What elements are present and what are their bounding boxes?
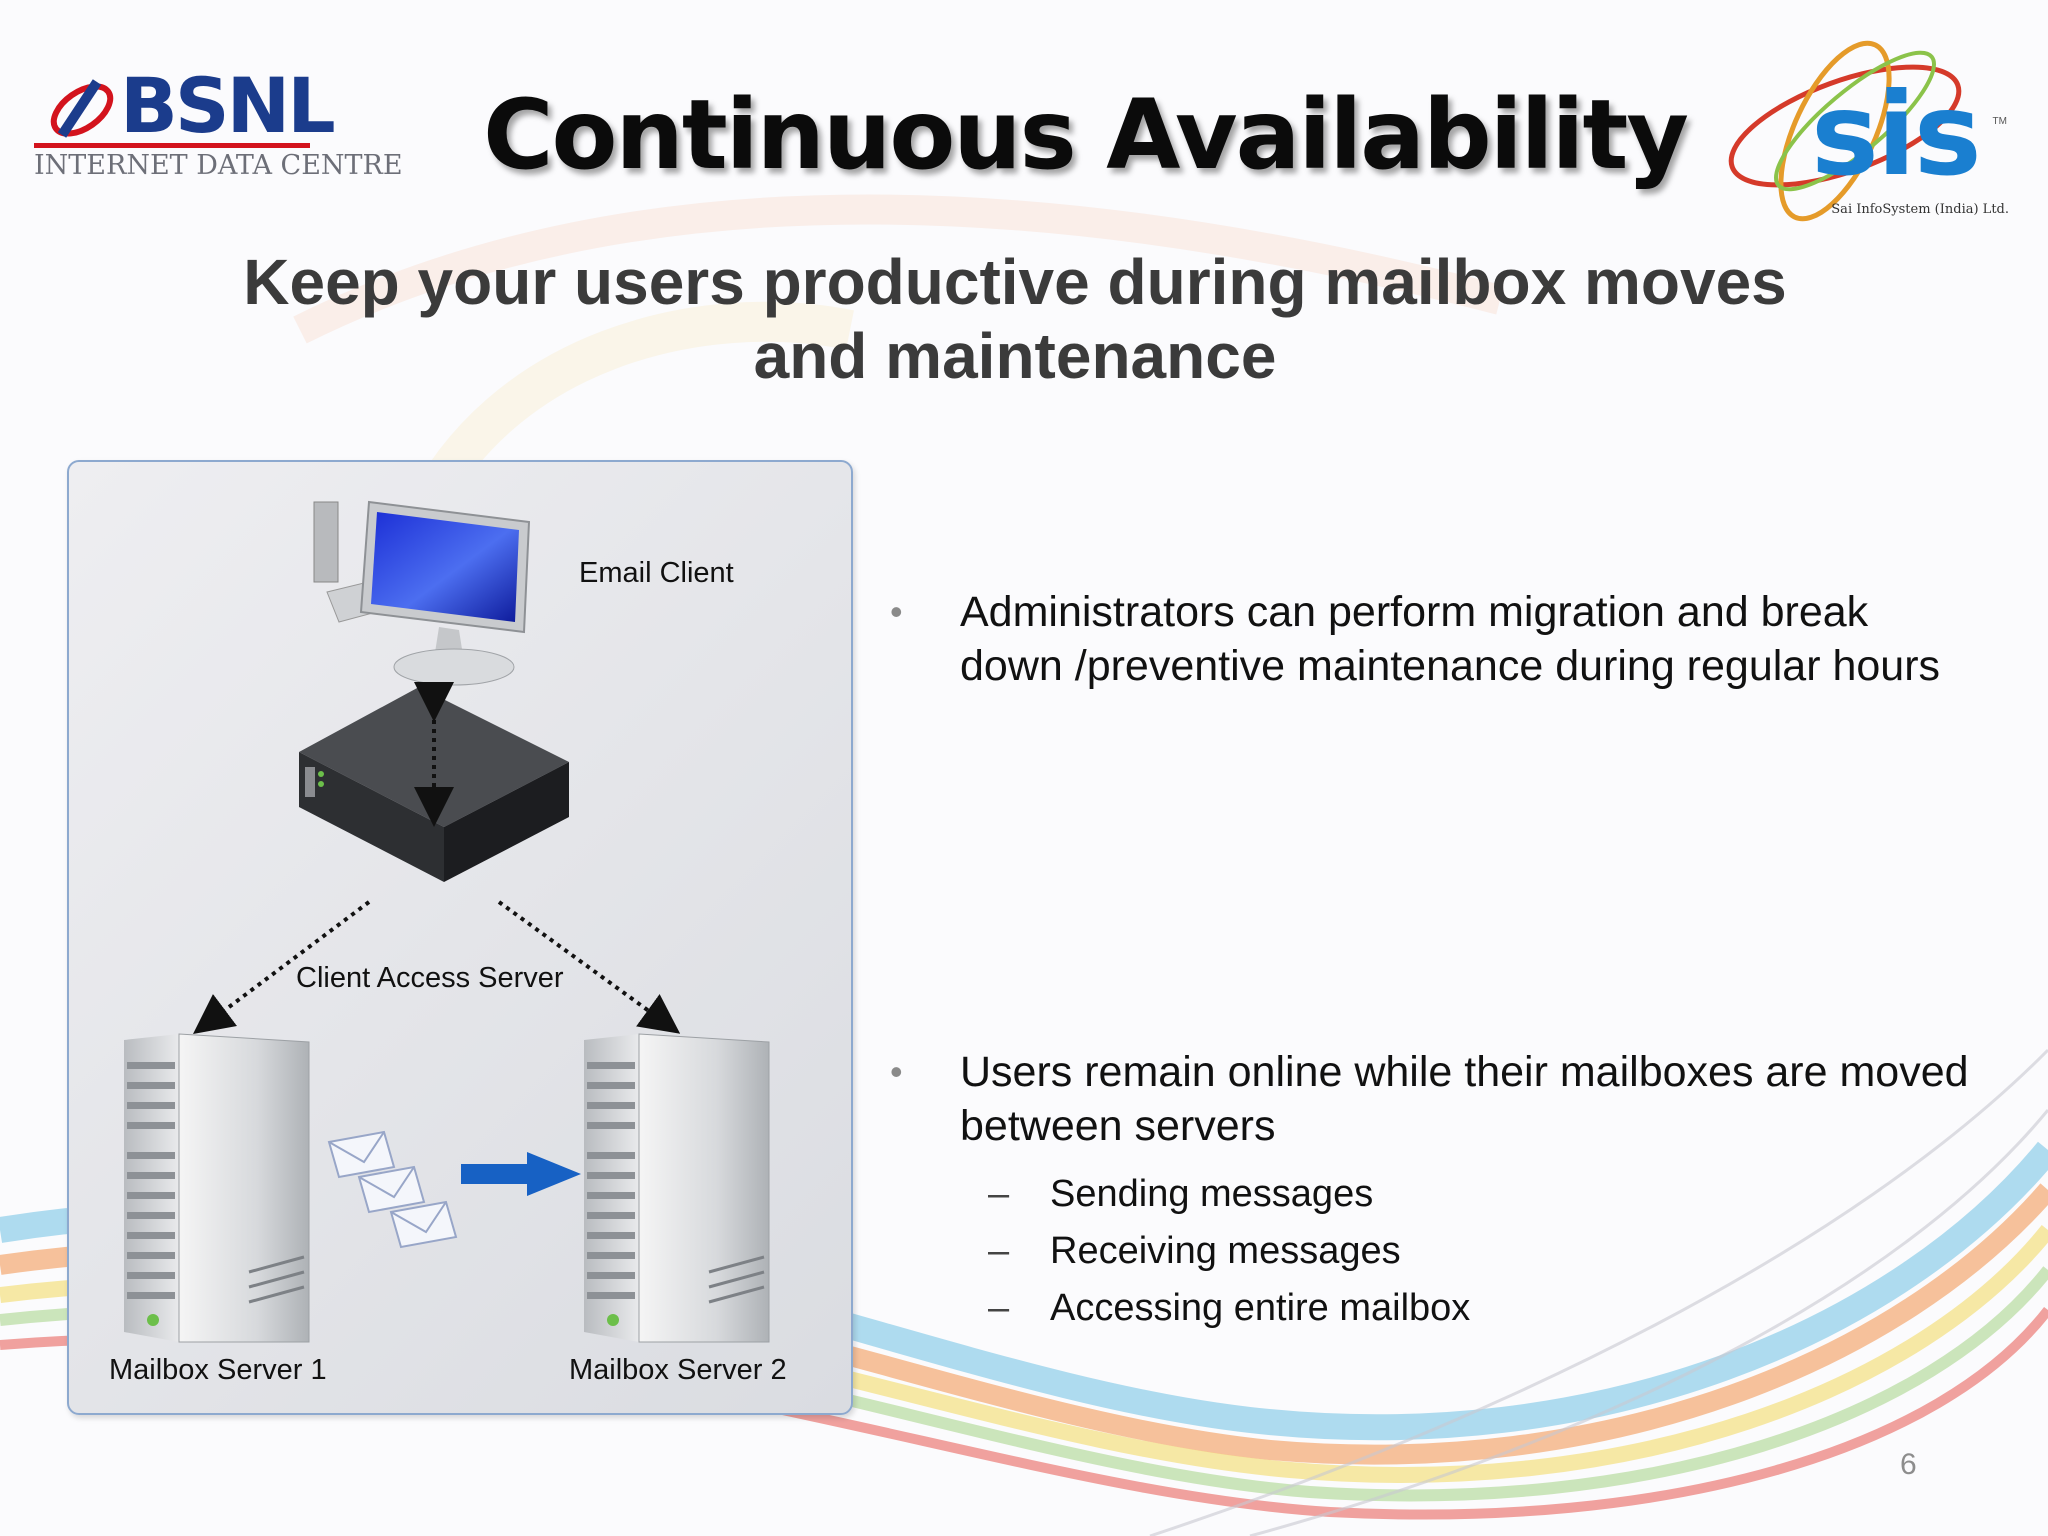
bsnl-wordmark: BSNL bbox=[120, 61, 336, 150]
sis-caption: Sai InfoSystem (India) Ltd. bbox=[1831, 202, 2009, 217]
bullet-dot-icon: • bbox=[890, 591, 903, 632]
envelope-icon bbox=[327, 1130, 458, 1249]
diagram-graphics bbox=[124, 500, 770, 1343]
sis-orbit-icon bbox=[1728, 40, 1962, 222]
right-arrow-icon bbox=[461, 1152, 581, 1196]
sis-wordmark: sis bbox=[1811, 68, 1982, 201]
tower-server-icon bbox=[584, 1033, 770, 1343]
sub-item-text: Accessing entire mailbox bbox=[1050, 1287, 1471, 1329]
slide-title: Continuous Availability bbox=[483, 79, 1689, 191]
dash-icon: – bbox=[988, 1230, 1010, 1272]
bsnl-underline bbox=[34, 143, 310, 148]
dash-icon: – bbox=[988, 1173, 1010, 1215]
bullet-text: Users remain online while their mailboxe… bbox=[960, 1048, 1969, 1150]
sis-trademark: TM bbox=[1992, 116, 2007, 127]
computer-monitor-icon bbox=[313, 500, 531, 686]
subtitle-line-2: and maintenance bbox=[753, 320, 1277, 392]
bullet-dot-icon: • bbox=[890, 1051, 903, 1092]
tower-server-icon bbox=[124, 1033, 310, 1343]
client-access-server-label: Client Access Server bbox=[296, 962, 564, 994]
page-number: 6 bbox=[1900, 1448, 1917, 1481]
dash-icon: – bbox=[988, 1287, 1010, 1329]
mailbox-server-2-label: Mailbox Server 2 bbox=[569, 1354, 787, 1386]
sub-item-text: Receiving messages bbox=[1050, 1230, 1401, 1272]
bsnl-emblem-icon bbox=[50, 79, 114, 138]
cas-mailbox1-connector bbox=[193, 900, 371, 1034]
bsnl-logo: BSNL INTERNET DATA CENTRE bbox=[32, 66, 403, 186]
sub-item-text: Sending messages bbox=[1050, 1173, 1374, 1215]
mailbox-server-1-label: Mailbox Server 1 bbox=[109, 1354, 327, 1386]
subtitle-line-1: Keep your users productive during mailbo… bbox=[243, 246, 1787, 318]
cas-mailbox2-connector bbox=[497, 900, 681, 1034]
bullet-text: Administrators can perform migration and… bbox=[960, 588, 1941, 690]
slide-subtitle: Keep your users productive during mailbo… bbox=[150, 245, 1880, 393]
email-client-label: Email Client bbox=[579, 557, 734, 589]
sis-logo: sis TM Sai InfoSystem (India) Ltd. bbox=[1715, 36, 2015, 226]
bsnl-caption: INTERNET DATA CENTRE bbox=[34, 150, 403, 181]
architecture-diagram: Email Client Client Access Server Mailbo… bbox=[67, 460, 853, 1415]
